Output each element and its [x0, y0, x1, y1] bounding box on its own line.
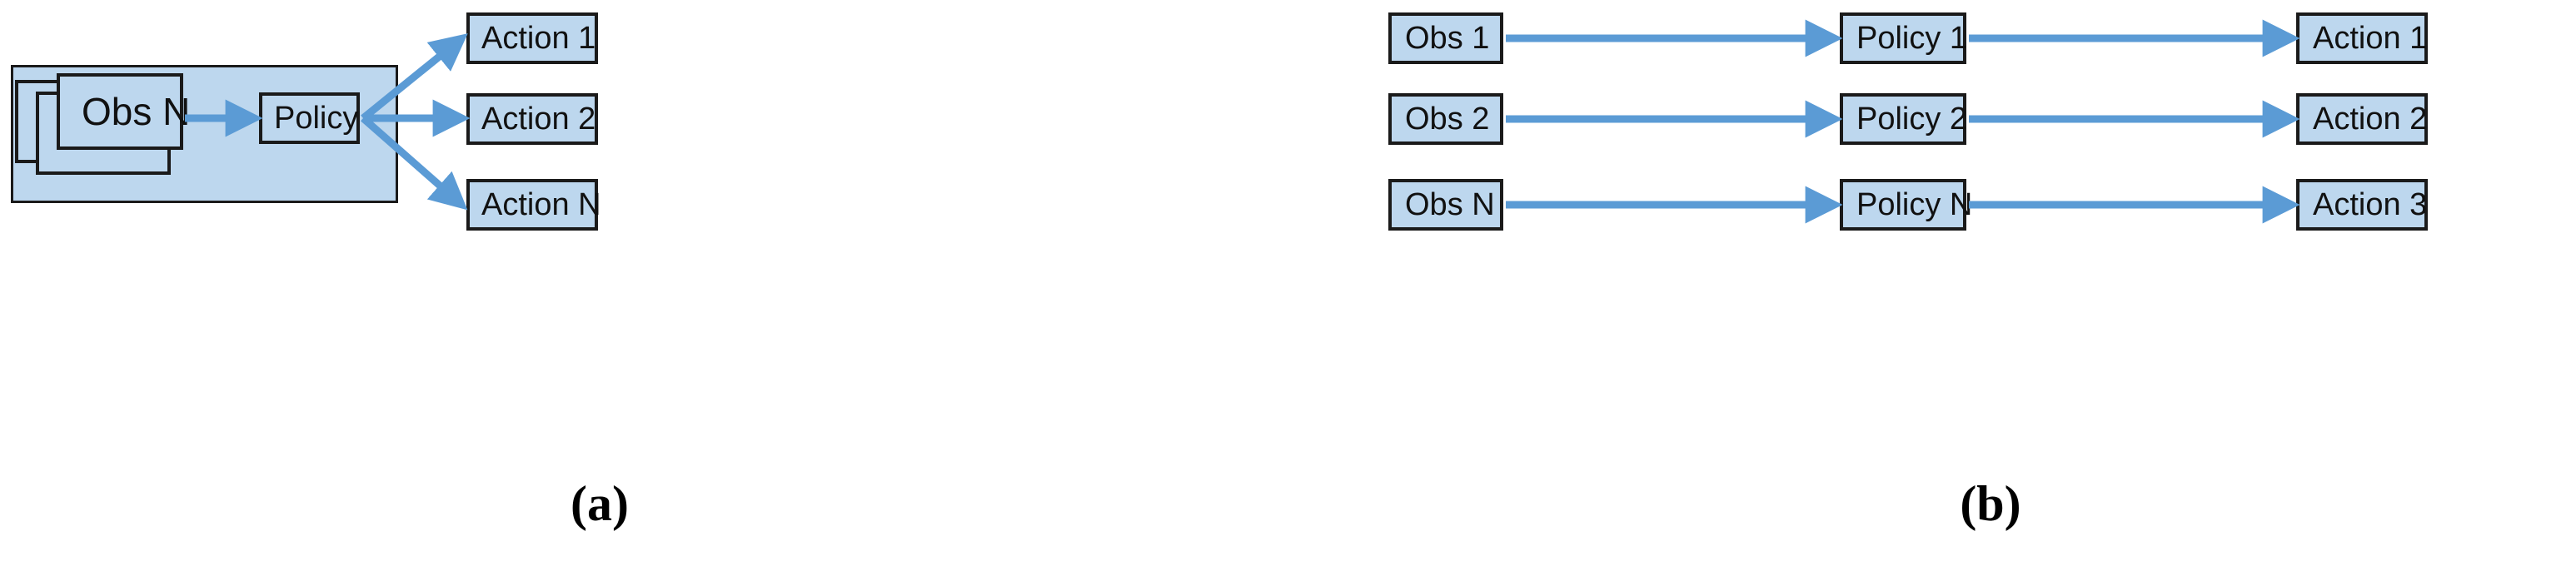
- panel-b-obs-box-row-3[interactable]: Obs N: [1388, 179, 1503, 231]
- panel-b-action-box-row-2[interactable]: Action 2: [2296, 93, 2428, 145]
- panel-b-action-label-row-3: Action 3: [2313, 187, 2428, 222]
- panel-b-action-box-row-3[interactable]: Action 3: [2296, 179, 2428, 231]
- panel-b-policy-label-row-2: Policy 2: [1856, 102, 1968, 137]
- obs-n-box[interactable]: Obs N: [57, 73, 190, 150]
- panel-b-policy-box-row-2[interactable]: Policy 2: [1840, 93, 1968, 145]
- panel-a-caption: (a): [571, 476, 629, 531]
- panel-b-obs-label-row-1: Obs 1: [1405, 21, 1490, 56]
- panel-a-action-box-2[interactable]: Action 2: [466, 93, 598, 145]
- panel-a-action-label-3: Action N: [481, 187, 601, 222]
- panel-b-obs-label-row-3: Obs N: [1405, 187, 1495, 222]
- panel-a-policy-box[interactable]: Policy: [259, 92, 360, 144]
- panel-b-action-label-row-1: Action 1: [2313, 21, 2428, 56]
- panel-b-obs-label-row-2: Obs 2: [1405, 102, 1490, 137]
- panel-b-policy-label-row-3: Policy N: [1856, 187, 1973, 222]
- panel-a-action-box-3[interactable]: Action N: [466, 179, 601, 231]
- panel-b-policy-label-row-1: Policy 1: [1856, 21, 1968, 56]
- panel-a-policy-label: Policy: [274, 101, 359, 136]
- panel-b-caption: (b): [1960, 476, 2021, 531]
- panel-b-action-label-row-2: Action 2: [2313, 102, 2428, 137]
- obs-n-label: Obs N: [82, 90, 191, 133]
- panel-a-action-box-1[interactable]: Action 1: [466, 12, 598, 64]
- panel-b-action-box-row-1[interactable]: Action 1: [2296, 12, 2428, 64]
- panel-b-policy-box-row-1[interactable]: Policy 1: [1840, 12, 1968, 64]
- panel-a-action-label-1: Action 1: [481, 21, 596, 56]
- panel-a-action-label-2: Action 2: [481, 102, 596, 137]
- panel-b-obs-box-row-1[interactable]: Obs 1: [1388, 12, 1503, 64]
- panel-b-obs-box-row-2[interactable]: Obs 2: [1388, 93, 1503, 145]
- panel-b-policy-box-row-3[interactable]: Policy N: [1840, 179, 1972, 231]
